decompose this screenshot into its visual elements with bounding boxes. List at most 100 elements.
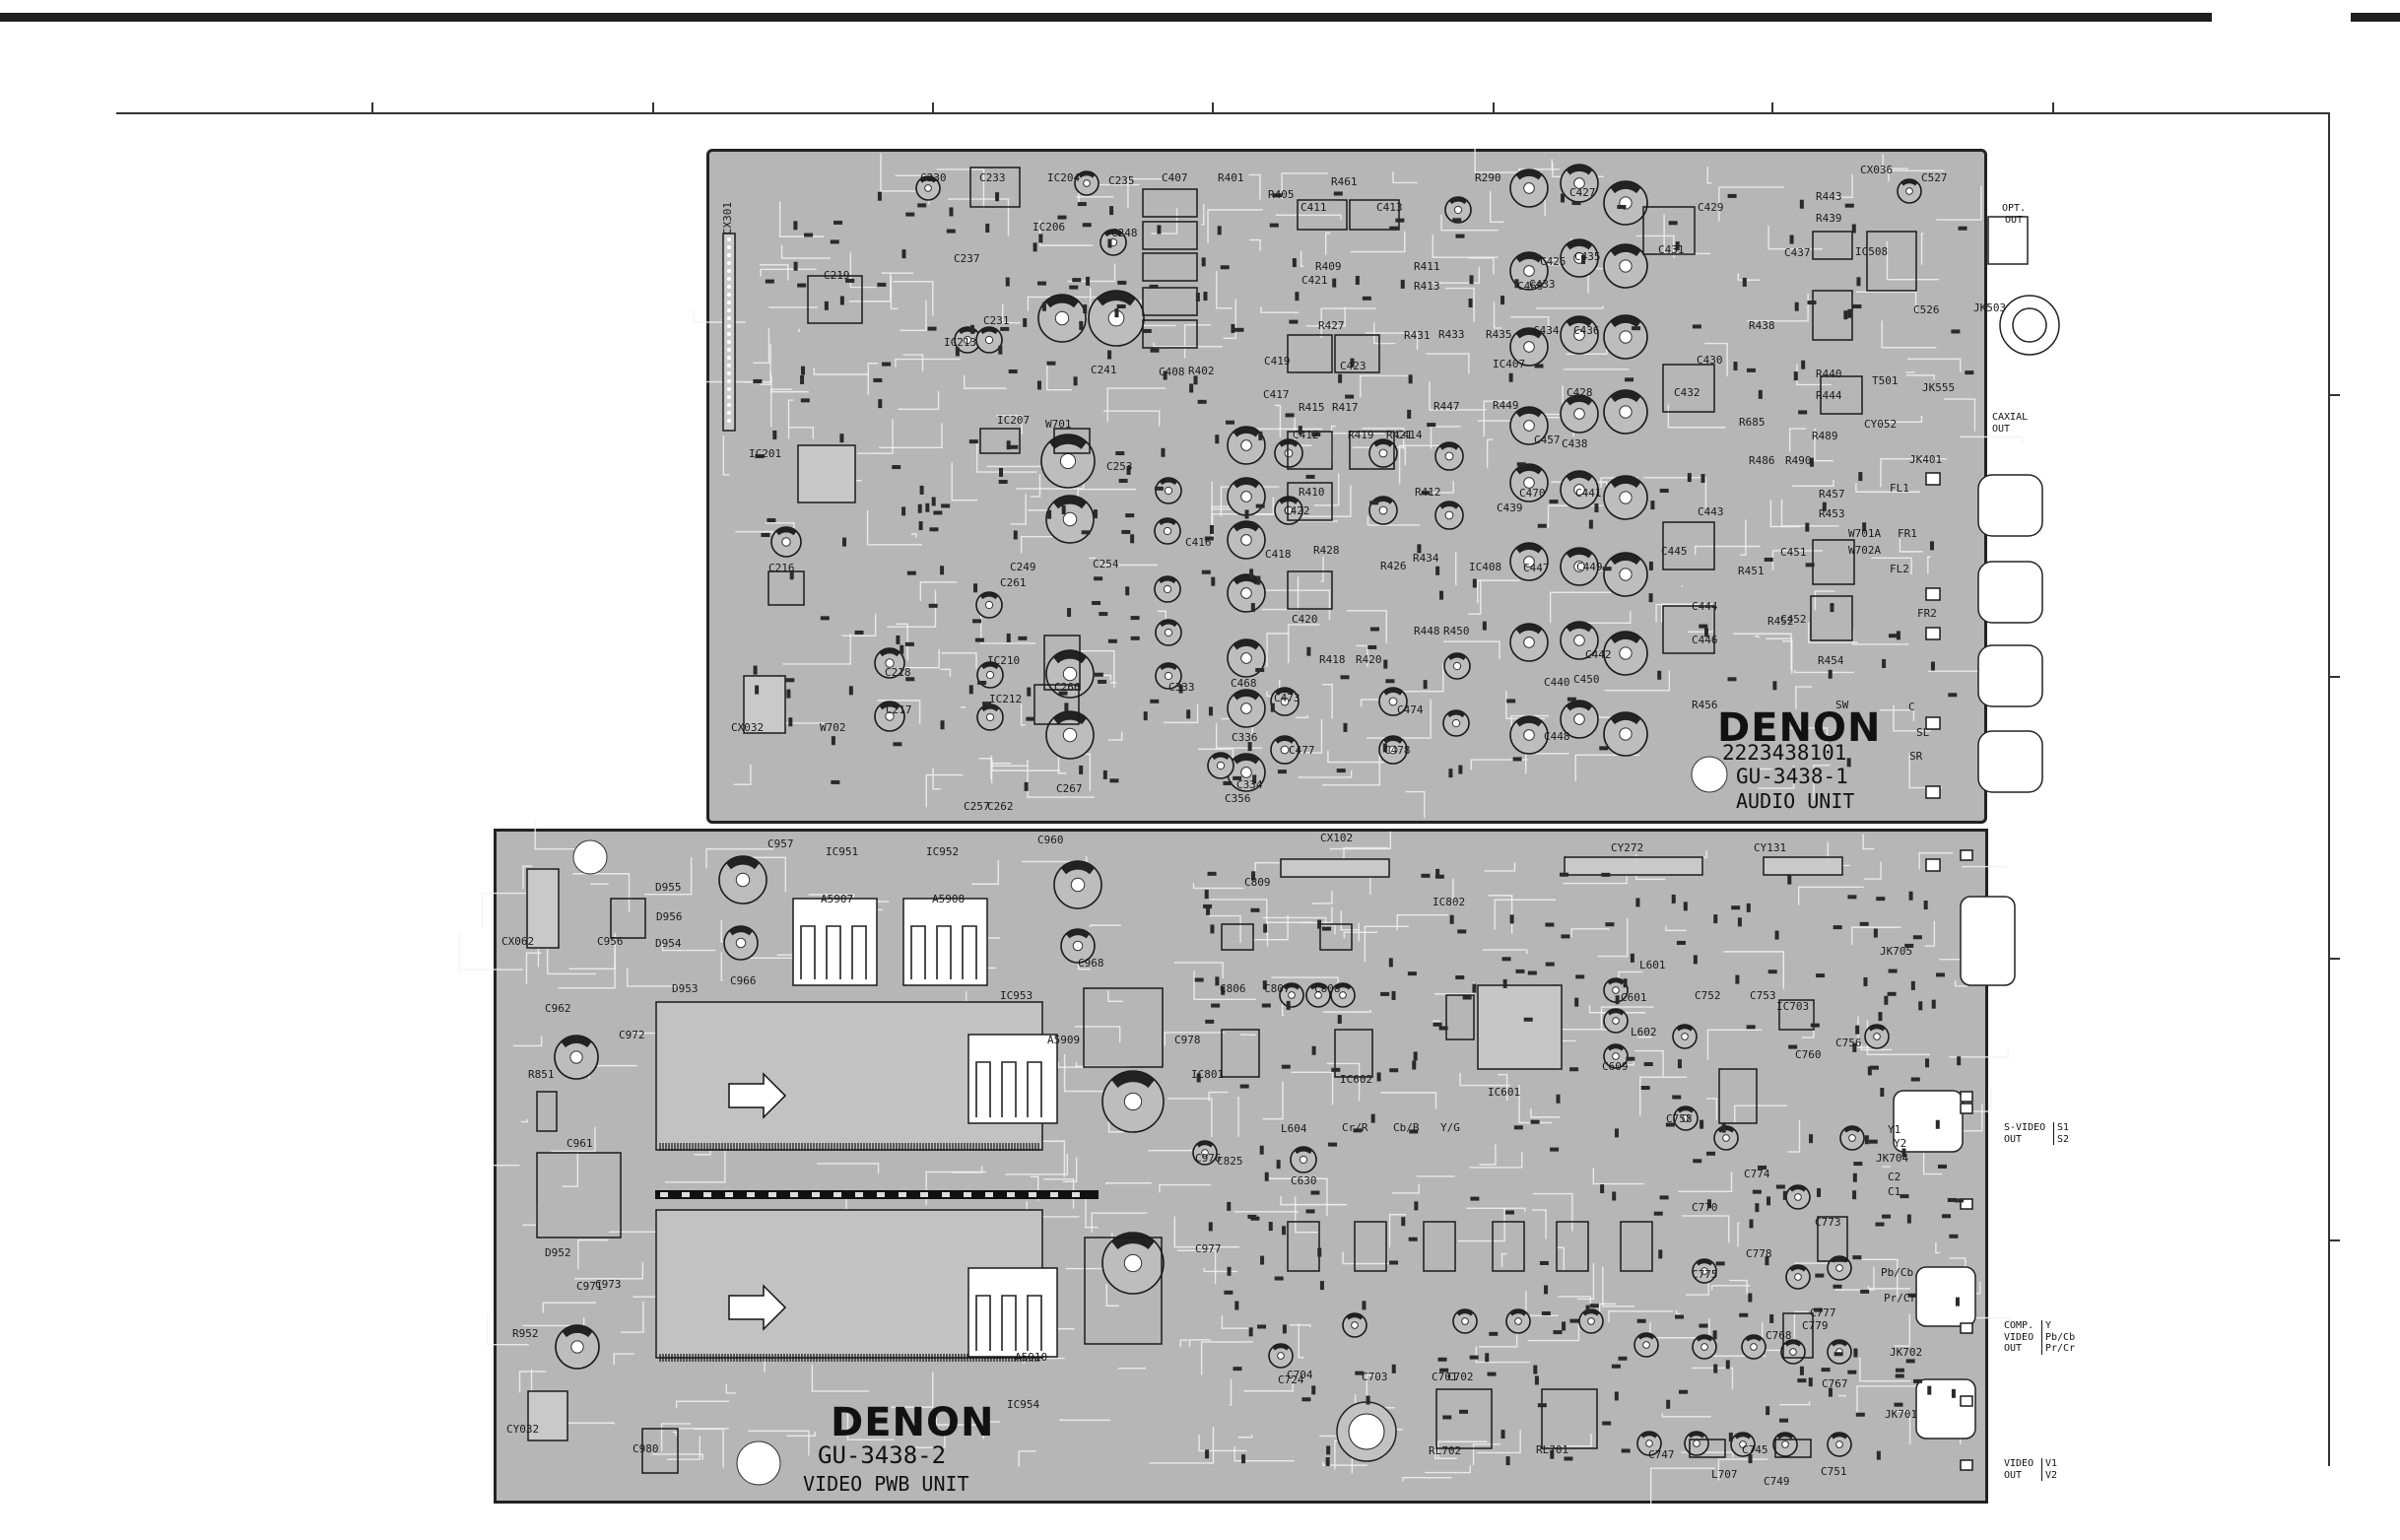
component-label: C429	[1698, 201, 1724, 214]
component-label: C443	[1698, 505, 1724, 518]
audio-unit-name: AUDIO UNIT	[1736, 789, 1855, 813]
s-video-out-label: S-VIDEO OUT	[2004, 1122, 2046, 1145]
component-label: C977	[1195, 1242, 1222, 1255]
component-label: C445	[1661, 545, 1688, 558]
component-label: C806	[1220, 982, 1246, 995]
component-label: C473	[1274, 692, 1300, 704]
audio-part-number: 2223438101	[1722, 741, 1847, 765]
component-label: SL	[1916, 726, 1930, 739]
component-label: RL702	[1429, 1444, 1462, 1457]
component-label: CY032	[506, 1423, 540, 1436]
component-label: R412	[1415, 486, 1441, 499]
coaxial-out-label: CAXIAL OUT	[1992, 412, 2029, 435]
component-label: C980	[633, 1442, 659, 1455]
component-label: C249	[1010, 561, 1036, 573]
component-label: C219	[824, 269, 850, 282]
component-label: C446	[1692, 634, 1718, 646]
component-label: Y2	[1894, 1137, 1907, 1150]
ruler-tick	[1493, 102, 1495, 114]
component-label: R490	[1785, 454, 1812, 467]
component-label: FL1	[1890, 482, 1909, 495]
component-label: R426	[1380, 560, 1407, 572]
frame-mark	[2328, 676, 2340, 678]
component-label: C469	[1517, 280, 1544, 293]
component-label: C448	[1544, 730, 1570, 743]
right-frame-line	[2328, 113, 2330, 1466]
component-label: C956	[597, 935, 624, 948]
component-label: IC508	[1855, 245, 1889, 258]
component-label: C704	[1287, 1369, 1313, 1381]
component-label: C477	[1289, 744, 1315, 757]
component-label: C760	[1795, 1048, 1822, 1061]
component-label: L604	[1281, 1122, 1307, 1135]
frame-mark	[2328, 1239, 2340, 1241]
component-label: C235	[1108, 174, 1135, 187]
component-label: JK503	[1973, 301, 2007, 314]
component-label: R456	[1692, 699, 1718, 711]
component-label: C825	[1217, 1155, 1243, 1168]
component-label: R461	[1331, 175, 1358, 188]
component-label: C973	[595, 1278, 622, 1291]
component-label: RL701	[1536, 1443, 1569, 1456]
component-label: R448	[1414, 625, 1440, 637]
component-label: D954	[655, 937, 682, 950]
component-label: C807	[1264, 982, 1291, 995]
component-label: R452	[1767, 615, 1794, 628]
component-label: C425	[1540, 255, 1567, 268]
coaxial-jack	[1999, 295, 2060, 356]
component-label: IC601	[1488, 1086, 1521, 1099]
component-label: R952	[512, 1327, 539, 1340]
component-label: IC201	[749, 447, 782, 460]
component-label: C423	[1340, 360, 1367, 372]
component-label: C773	[1815, 1216, 1841, 1229]
component-label: JK705	[1880, 945, 1913, 958]
component-label: C237	[954, 252, 980, 265]
ruler-tick	[2052, 102, 2054, 114]
component-label: C749	[1764, 1475, 1790, 1488]
rca-jack-outline	[1977, 644, 2043, 707]
component-label: C779	[1802, 1319, 1829, 1332]
component-label: T501	[1872, 374, 1899, 387]
component-label: D952	[545, 1246, 571, 1259]
component-label: C978	[1174, 1034, 1201, 1046]
component-label: SR	[1909, 750, 1923, 763]
component-label: R405	[1268, 188, 1295, 201]
component-label: R435	[1486, 328, 1512, 341]
component-label: C412	[1293, 429, 1319, 441]
component-label: C435	[1574, 250, 1601, 263]
component-label: IC952	[926, 845, 960, 858]
component-label: C420	[1292, 613, 1318, 626]
component-label: C1	[1888, 1185, 1901, 1198]
ruler-tick	[932, 102, 934, 114]
component-label: JK701	[1885, 1408, 1918, 1421]
component-label: R401	[1218, 171, 1244, 184]
opt-out-label: OPT. OUT	[2001, 203, 2027, 226]
component-label: C452	[1780, 613, 1807, 626]
component-label: C422	[1284, 504, 1310, 517]
component-label: C808	[1314, 982, 1341, 995]
component-label: C724	[1278, 1373, 1304, 1386]
component-label: C407	[1162, 171, 1188, 184]
component-label: Cb/B	[1393, 1121, 1420, 1134]
grid-ruler	[116, 112, 2330, 114]
component-label: CX301	[721, 202, 734, 235]
component-label: C408	[1159, 366, 1185, 378]
component-label: C957	[767, 837, 794, 850]
component-label: C756	[1835, 1037, 1862, 1049]
component-label: W702	[820, 721, 846, 734]
component-label: C421	[1301, 274, 1328, 287]
component-label: R433	[1438, 328, 1465, 341]
component-label: C527	[1921, 171, 1948, 184]
component-label: W702A	[1848, 544, 1882, 557]
audio-board-code: GU-3438-1	[1736, 765, 1848, 788]
rca-jack-outline	[1977, 474, 2043, 537]
component-label: C701	[1432, 1371, 1458, 1383]
component-label: C356	[1225, 792, 1251, 805]
component-label: C257	[964, 800, 990, 813]
component-label: C436	[1573, 324, 1600, 337]
component-label: C778	[1746, 1247, 1772, 1260]
component-label: C2	[1888, 1171, 1901, 1183]
component-label: L602	[1631, 1026, 1657, 1038]
component-label: R443	[1816, 190, 1842, 203]
component-label: C444	[1692, 600, 1718, 613]
